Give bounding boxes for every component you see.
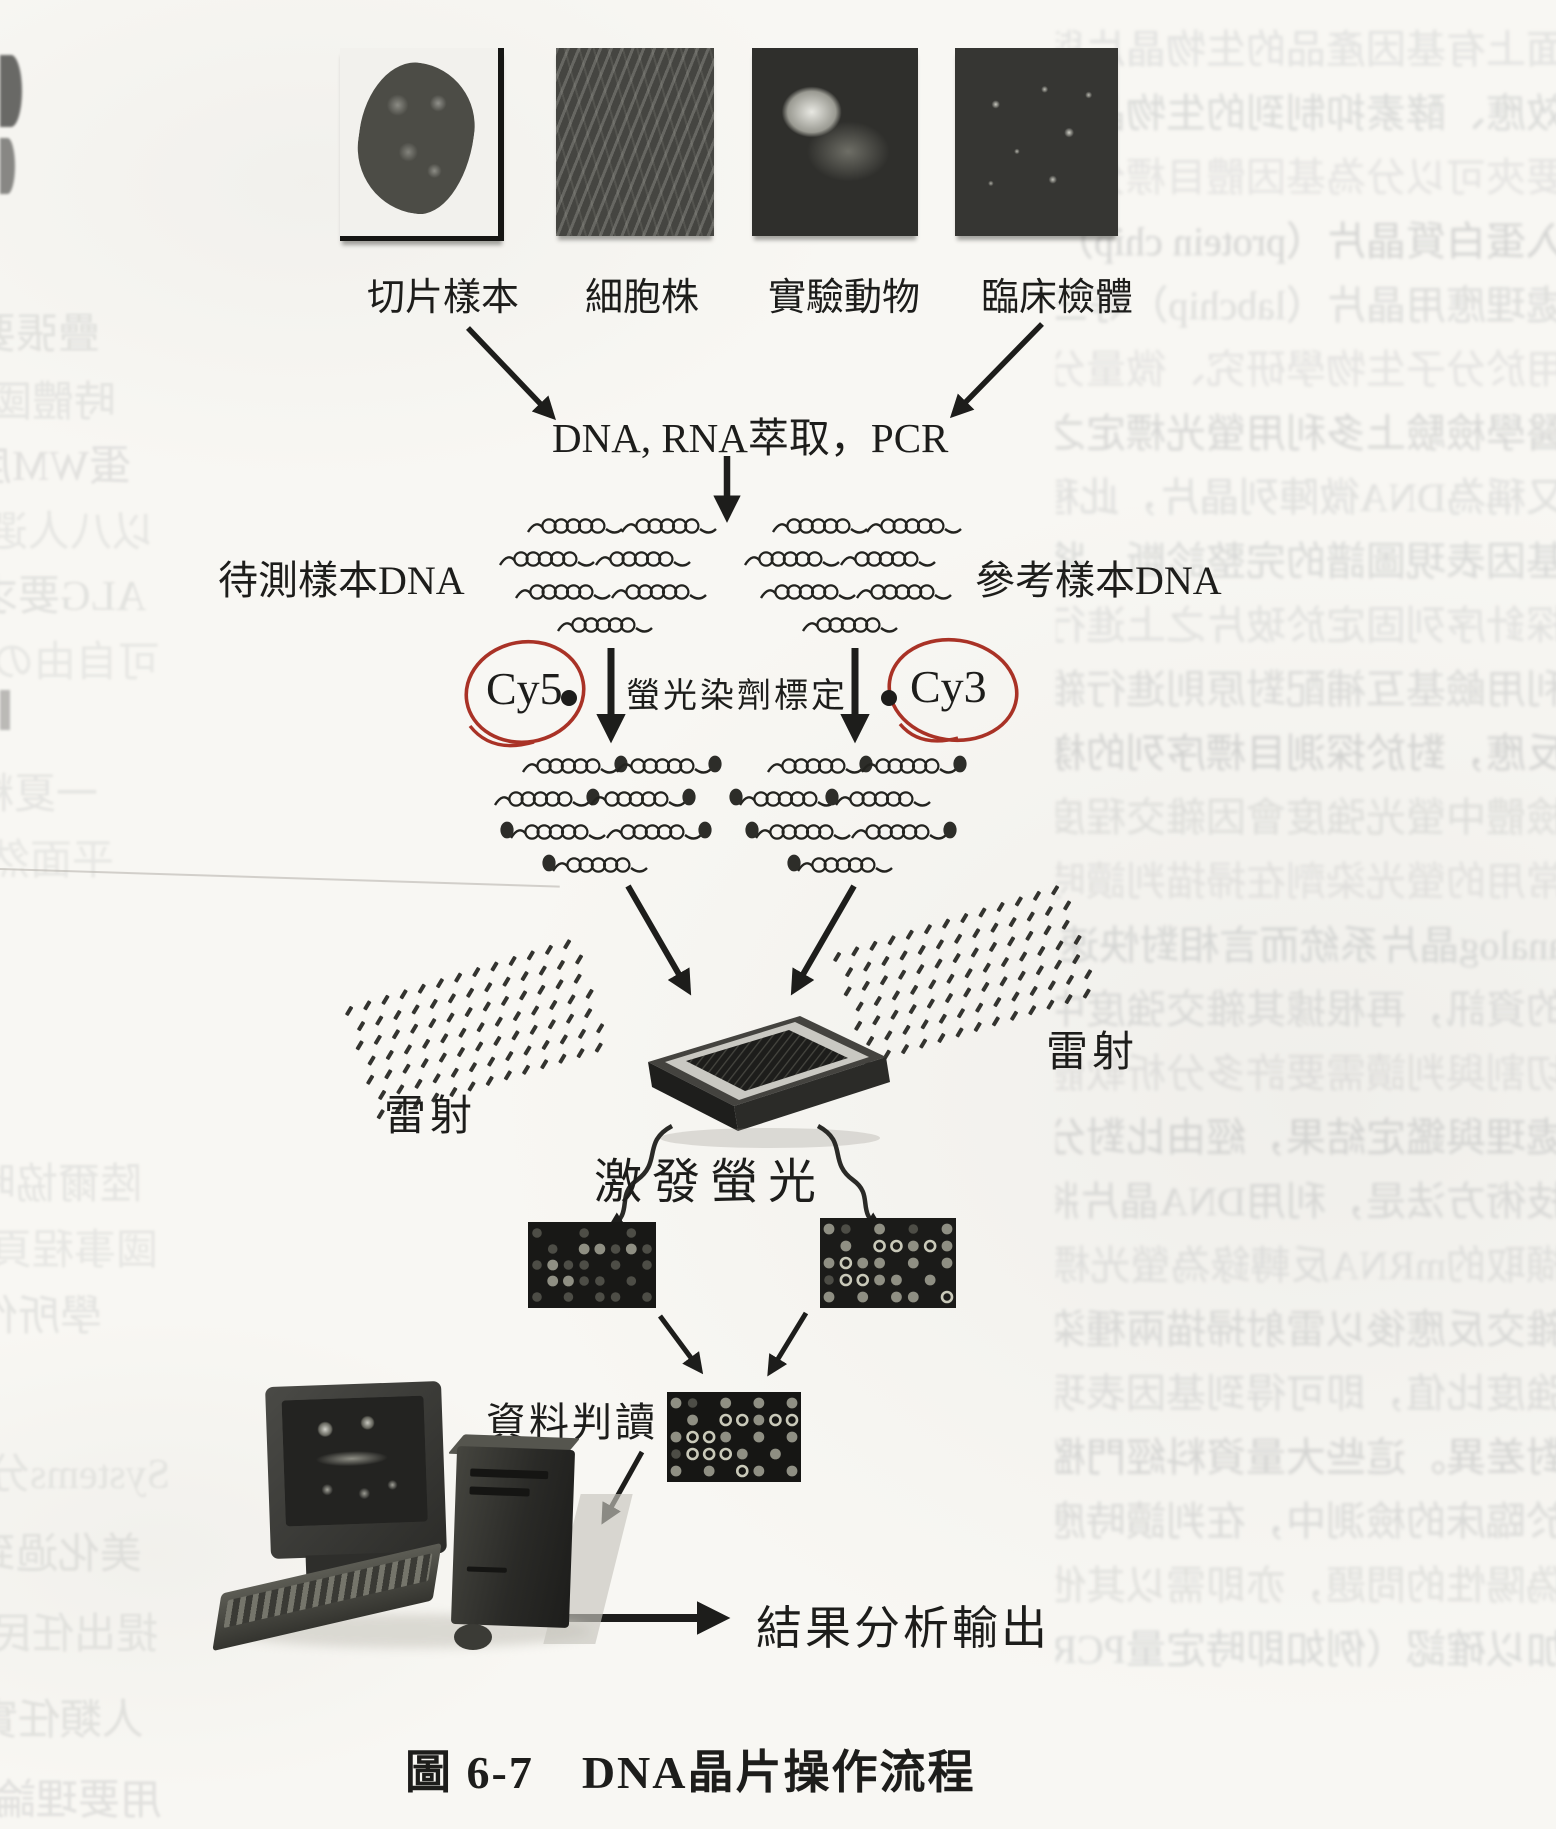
dna-coil — [589, 788, 696, 807]
scan-edge-smudge — [0, 690, 10, 730]
dna-coil — [594, 551, 691, 567]
wavy-arrow-emission-right — [816, 1124, 884, 1231]
label-laser-left: 雷射 — [384, 1094, 477, 1140]
dna-coil — [759, 584, 856, 600]
crt-monitor — [265, 1380, 447, 1560]
dna-coil — [839, 551, 936, 567]
cy5-dye-dot — [561, 690, 577, 706]
figure-caption: 圖 6-7 DNA晶片操作流程 — [405, 1747, 976, 1798]
dna-coil — [498, 551, 595, 567]
photo-cell-line — [556, 48, 714, 236]
dna-coil — [745, 821, 851, 840]
dna-coil — [500, 821, 606, 840]
red-circle-cy5 — [464, 639, 586, 748]
scan-edge-smudge — [0, 55, 22, 127]
dna-coil — [865, 518, 962, 534]
arrow-merge-right — [767, 1311, 809, 1377]
dna-coil — [729, 788, 835, 807]
reference-dna-coils — [743, 518, 962, 633]
label-cell-line: 細胞株 — [584, 277, 700, 319]
photo-lab-animal — [752, 48, 918, 236]
photo-clinical-specimen — [955, 48, 1118, 236]
dna-coil — [801, 617, 898, 633]
dna-coil — [766, 755, 873, 774]
scan-image-merged — [667, 1392, 801, 1482]
tissue-blob — [349, 55, 483, 221]
label-laser-right: 雷射 — [1046, 1030, 1139, 1076]
dna-coil — [542, 854, 648, 873]
scan-image-cy3 — [820, 1218, 956, 1308]
label-dye-cy3: Cy3 — [910, 661, 987, 712]
scan-edge-smudge — [0, 138, 15, 194]
wavy-arrow-emission-left — [606, 1124, 674, 1231]
dna-coil — [615, 755, 722, 774]
label-excite-fluorescence: 激發螢光 — [594, 1156, 827, 1209]
arrow-merge-left — [657, 1314, 704, 1375]
dna-coil — [850, 821, 957, 840]
dna-coil — [743, 551, 840, 567]
arrow-hybridize-left — [625, 884, 692, 996]
tower-drive-slot — [469, 1486, 530, 1497]
mouse — [454, 1624, 492, 1650]
monitor-screen — [281, 1395, 428, 1527]
label-test-sample-dna: 待測樣本DNA — [218, 558, 465, 603]
label-reference-sample-dna: 參考樣本DNA — [975, 558, 1222, 603]
arrow-sample-right-to-extraction — [949, 322, 1044, 419]
cy3-labeled-dna-coils — [729, 755, 967, 873]
red-circle-cy3 — [887, 637, 1019, 743]
dna-coil — [556, 617, 653, 633]
label-clinical-specimen: 臨床檢體 — [980, 277, 1134, 319]
label-fluorescent-labeling: 螢光染劑標定 — [626, 678, 848, 715]
dna-coil — [771, 518, 868, 534]
label-dye-cy5: Cy5 — [486, 663, 563, 714]
dna-coil — [855, 584, 952, 600]
arrow-hybridize-right — [790, 884, 857, 996]
dna-coil — [521, 755, 628, 774]
scan-image-cy5 — [528, 1222, 656, 1308]
label-result-output: 結果分析輸出 — [756, 1603, 1050, 1654]
dna-coil — [825, 788, 931, 807]
computer-tower — [450, 1445, 576, 1629]
test-dna-coils — [498, 518, 717, 633]
label-extraction-step: DNA, RNA萃取，PCR — [552, 415, 949, 461]
dna-chip — [648, 1016, 890, 1148]
dna-coil — [493, 788, 600, 807]
dna-coil — [860, 755, 967, 774]
dna-coil — [514, 584, 611, 600]
dna-coil — [526, 518, 623, 534]
computer-illustration — [210, 1378, 633, 1658]
dna-coil — [610, 584, 707, 600]
tower-drive-slot — [466, 1566, 507, 1573]
cy3-dye-dot — [881, 690, 897, 706]
dna-coil — [620, 518, 717, 534]
photo-tissue-section — [340, 48, 504, 241]
dna-coil — [787, 854, 893, 873]
cy5-labeled-dna-coils — [493, 755, 722, 873]
arrow-sample-left-to-extraction — [466, 326, 556, 421]
label-tissue-section: 切片樣本 — [366, 277, 520, 319]
dna-coil — [605, 821, 712, 840]
tower-drive-slot — [470, 1468, 549, 1480]
label-lab-animal: 實驗動物 — [767, 277, 921, 319]
